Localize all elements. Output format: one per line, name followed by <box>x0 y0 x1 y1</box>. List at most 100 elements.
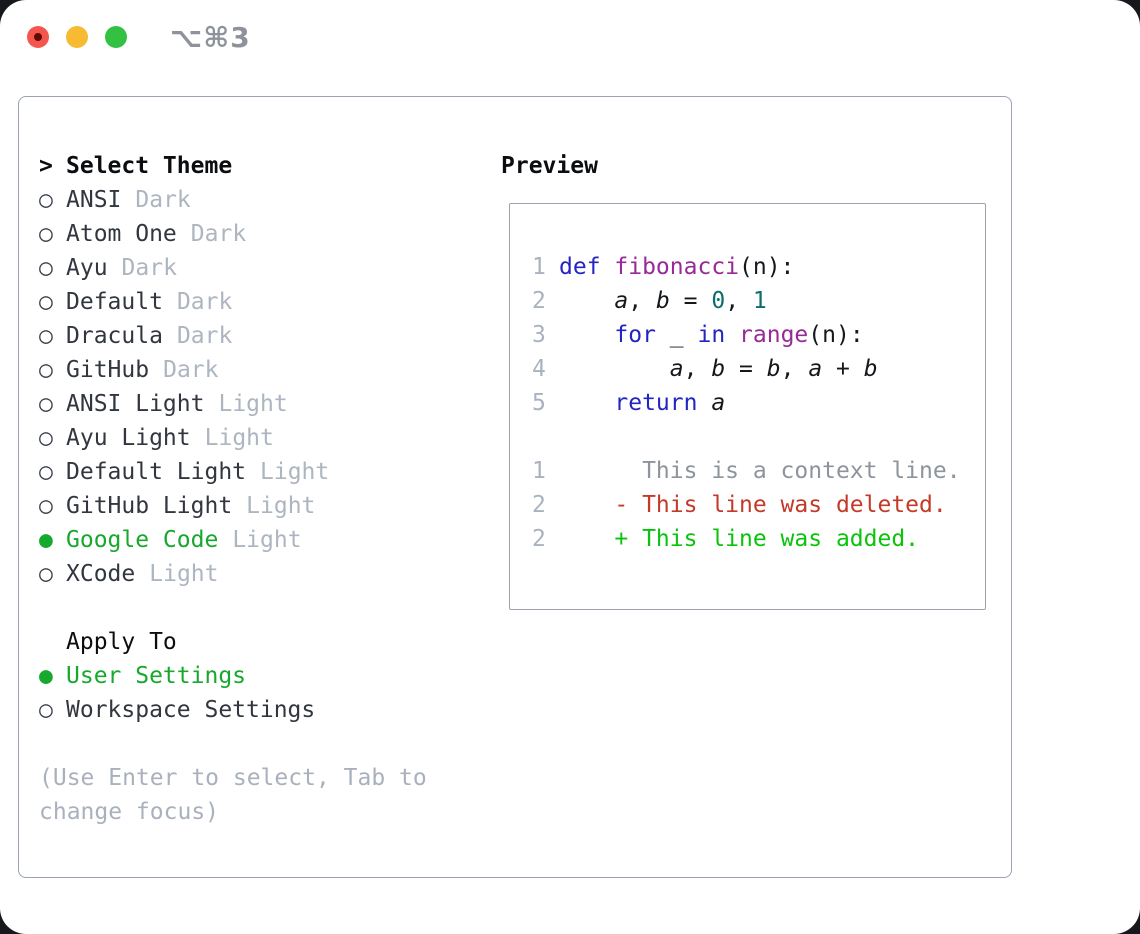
code-token <box>559 356 670 382</box>
theme-name: Dracula <box>66 323 163 349</box>
theme-item-github-light[interactable]: ○ GitHub Light Light <box>39 489 427 523</box>
spacer <box>39 727 427 761</box>
theme-item-google-code-light[interactable]: ● Google Code Light <box>39 523 427 557</box>
theme-name: ANSI <box>66 187 122 213</box>
theme-name: Google Code <box>66 527 219 553</box>
radio-icon: ○ <box>39 561 53 587</box>
theme-variant-badge: Dark <box>121 255 177 281</box>
theme-variant-badge: Light <box>232 527 302 553</box>
code-token: b <box>766 356 781 382</box>
radio-icon: ○ <box>39 187 53 213</box>
apply-option-user-settings[interactable]: ● User Settings <box>39 659 427 693</box>
theme-item-xcode-light[interactable]: ○ XCode Light <box>39 557 427 591</box>
code-token: 0 <box>711 288 726 314</box>
radio-icon: ○ <box>39 357 53 383</box>
theme-name: Default Light <box>66 459 247 485</box>
line-number: 3 <box>532 322 546 348</box>
theme-variant-badge: Dark <box>135 187 191 213</box>
code-token: _ <box>655 322 698 348</box>
theme-variant-badge: Dark <box>163 357 219 383</box>
apply-to-label: Apply To <box>66 629 177 655</box>
apply-option-label: Workspace Settings <box>66 697 316 723</box>
close-button[interactable] <box>27 26 49 48</box>
code-text: a, b = 0, 1 <box>559 284 766 318</box>
code-token: range <box>739 322 809 348</box>
diff-context-text: This is a context line. <box>559 458 961 484</box>
code-token: in <box>697 322 726 348</box>
help-text: (Use Enter to select, Tab to change focu… <box>39 761 427 829</box>
theme-variant-badge: Light <box>218 391 288 417</box>
theme-name: Atom One <box>66 221 177 247</box>
theme-item-atom-one-dark[interactable]: ○ Atom One Dark <box>39 217 427 251</box>
code-token: , <box>725 288 753 314</box>
zoom-button[interactable] <box>105 26 127 48</box>
code-token <box>559 322 614 348</box>
theme-name: GitHub <box>66 357 150 383</box>
code-token: = <box>669 288 712 314</box>
theme-name: XCode <box>66 561 136 587</box>
code-token <box>559 390 614 416</box>
diff-added-text: + This line was added. <box>559 526 920 552</box>
theme-item-ansi-dark[interactable]: ○ ANSI Dark <box>39 183 427 217</box>
radio-icon: ○ <box>39 459 53 485</box>
code-line: 2 a, b = 0, 1 <box>532 284 985 318</box>
code-token: a <box>669 356 684 382</box>
code-token: def <box>559 254 615 280</box>
code-token: = <box>725 356 767 382</box>
theme-item-github-dark[interactable]: ○ GitHub Dark <box>39 353 427 387</box>
theme-variant-badge: Light <box>246 493 316 519</box>
spacer <box>39 591 427 625</box>
theme-name: Ayu Light <box>66 425 191 451</box>
code-token <box>697 390 711 416</box>
diff-context-line: 1 This is a context line. <box>532 454 985 488</box>
apply-option-label: User Settings <box>66 663 247 689</box>
minimize-button[interactable] <box>66 26 88 48</box>
theme-preview-pane: 1 def fibonacci(n): 2 a, b = 0, 1 3 for … <box>509 203 986 610</box>
theme-name: Ayu <box>66 255 108 281</box>
radio-icon: ○ <box>39 255 53 281</box>
blank-line <box>532 420 985 454</box>
line-number: 2 <box>532 492 546 518</box>
code-text: def fibonacci(n): <box>559 250 794 284</box>
apply-option-workspace-settings[interactable]: ○ Workspace Settings <box>39 693 427 727</box>
diff-deleted-text: - This line was deleted. <box>559 492 947 518</box>
theme-picker: > Select Theme ○ ANSI Dark ○ Atom One Da… <box>39 149 427 829</box>
theme-variant-badge: Light <box>260 459 330 485</box>
theme-item-ansi-light[interactable]: ○ ANSI Light Light <box>39 387 427 421</box>
theme-item-default-dark[interactable]: ○ Default Dark <box>39 285 427 319</box>
select-theme-header: > Select Theme <box>39 149 427 183</box>
radio-icon: ○ <box>39 323 53 349</box>
theme-item-ayu-dark[interactable]: ○ Ayu Dark <box>39 251 427 285</box>
radio-icon: ○ <box>39 425 53 451</box>
theme-variant-badge: Light <box>149 561 219 587</box>
radio-selected-icon: ● <box>39 663 53 689</box>
theme-name: GitHub Light <box>66 493 233 519</box>
code-token: a <box>808 356 823 382</box>
theme-item-dracula-dark[interactable]: ○ Dracula Dark <box>39 319 427 353</box>
code-text: for _ in range(n): <box>559 318 863 352</box>
radio-icon: ○ <box>39 289 53 315</box>
radio-selected-icon: ● <box>39 527 53 553</box>
code-token: a <box>711 390 726 416</box>
diff-deleted-line: 2 - This line was deleted. <box>532 488 985 522</box>
code-token <box>725 322 739 348</box>
main-panel: > Select Theme ○ ANSI Dark ○ Atom One Da… <box>18 96 1012 878</box>
code-token: fibonacci <box>614 254 740 280</box>
apply-to-header: Apply To <box>39 625 427 659</box>
code-token <box>559 288 614 314</box>
help-line: (Use Enter to select, Tab to <box>39 765 427 791</box>
theme-item-default-light[interactable]: ○ Default Light Light <box>39 455 427 489</box>
code-line: 4 a, b = b, a + b <box>532 352 985 386</box>
code-line: 3 for _ in range(n): <box>532 318 985 352</box>
radio-icon: ○ <box>39 493 53 519</box>
code-token: + <box>822 356 864 382</box>
code-token: b <box>655 288 670 314</box>
line-number: 2 <box>532 288 546 314</box>
code-token: b <box>863 356 878 382</box>
line-number: 4 <box>532 356 546 382</box>
theme-name: ANSI Light <box>66 391 205 417</box>
theme-item-ayu-light[interactable]: ○ Ayu Light Light <box>39 421 427 455</box>
theme-variant-badge: Dark <box>176 323 233 349</box>
window-title: ⌥⌘3 <box>170 20 251 54</box>
line-number: 1 <box>532 458 546 484</box>
